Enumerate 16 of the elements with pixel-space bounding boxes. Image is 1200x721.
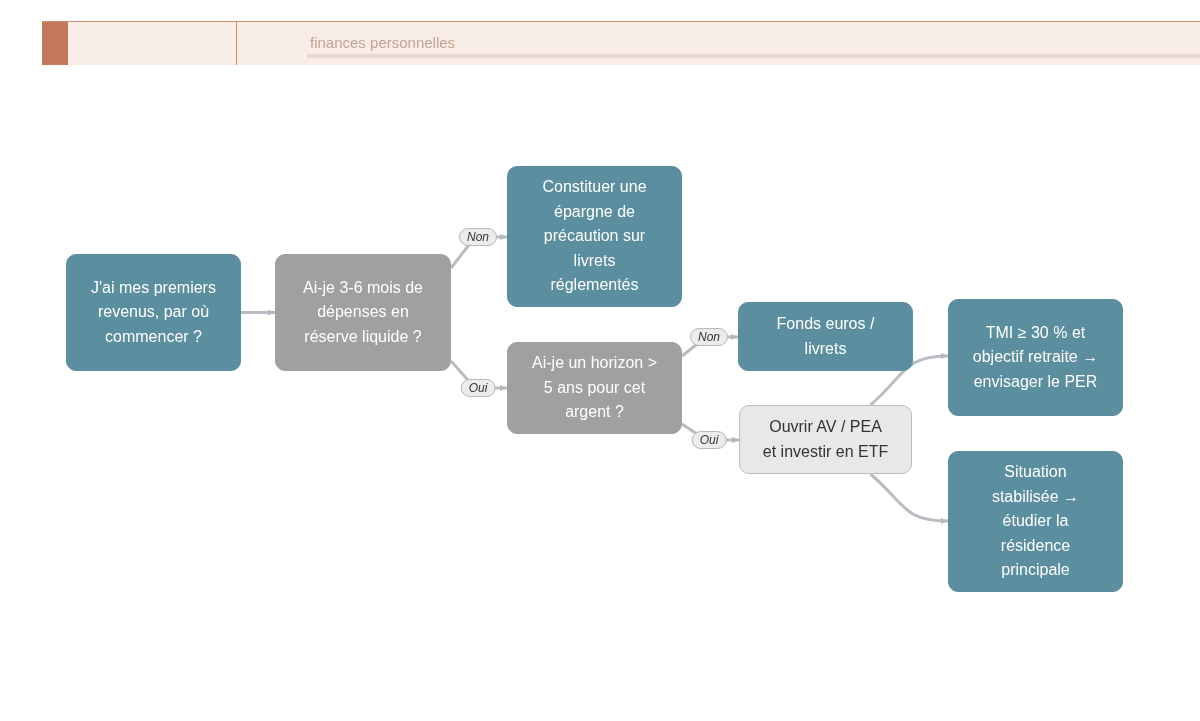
arrow: [869, 472, 949, 524]
edge-label: Non: [459, 228, 497, 246]
process-box: Ouvrir AV / PEA et investir en ETF: [739, 405, 912, 474]
edge-label: Non: [690, 328, 728, 346]
arrow: [241, 309, 275, 316]
process-box: TMI ≥ 30 % et objectif retraite → envisager le PER: [948, 299, 1123, 416]
process-box: Situation stabilisée → étudier la résidence principale: [948, 451, 1123, 592]
process-box: Constituer une épargne de précaution sur livrets réglementés: [507, 166, 682, 307]
edge-label: Oui: [460, 379, 496, 397]
decision-box: Ai-je un horizon > 5 ans pour cet argent ?: [507, 342, 682, 434]
arrow: [869, 353, 949, 407]
tagline: finances personnelles: [310, 34, 456, 51]
edge-label: Oui: [691, 431, 727, 449]
decision-box: Ai-je 3-6 mois de dépenses en réserve liquide ?: [275, 254, 451, 371]
process-box: Fonds euros / livrets: [738, 302, 913, 371]
process-box: J'ai mes premiers revenus, par où commencer ?: [66, 254, 241, 371]
